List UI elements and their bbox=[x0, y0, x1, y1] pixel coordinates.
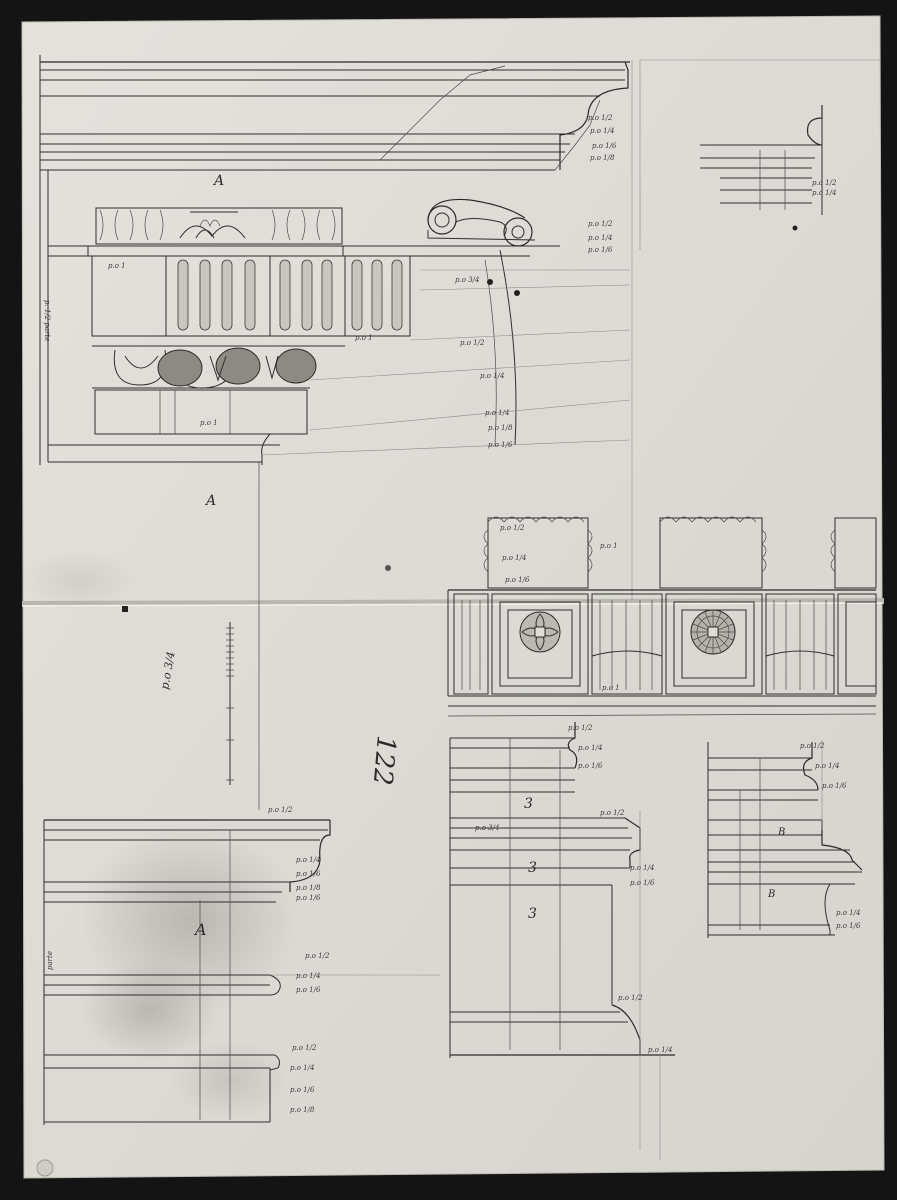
svg-text:p.o 1/4: p.o 1/4 bbox=[485, 409, 509, 417]
flutes bbox=[177, 259, 403, 331]
svg-text:p.o 1/2: p.o 1/2 bbox=[588, 220, 613, 228]
svg-text:p.o 1: p.o 1 bbox=[108, 262, 126, 270]
small-cornice-profile: p.o 1/2 p.o 1/4 bbox=[640, 59, 880, 215]
svg-text:p.o 1/6: p.o 1/6 bbox=[505, 576, 530, 584]
svg-text:p.o 1/2: p.o 1/2 bbox=[305, 952, 330, 960]
svg-text:p.o 1/4: p.o 1/4 bbox=[290, 1064, 314, 1072]
base-profile-left: A p.o 1/2 p.o 1/4 p.o 1/6 p.o 1/8 p.o 1/… bbox=[43, 806, 440, 1125]
fold-line bbox=[21, 598, 885, 605]
scale-bar: p.o 3/4 bbox=[158, 622, 234, 785]
svg-text:p.o 1/2: p.o 1/2 bbox=[500, 524, 525, 532]
pilasters bbox=[453, 593, 835, 695]
rosette-1 bbox=[519, 611, 561, 653]
svg-text:p.o 1/8: p.o 1/8 bbox=[590, 154, 615, 162]
label-B-2: B bbox=[767, 889, 775, 900]
label-A-top: A bbox=[212, 173, 224, 189]
svg-text:p.o 1/4: p.o 1/4 bbox=[630, 864, 654, 872]
label-3-middle: 3 bbox=[528, 860, 537, 876]
svg-text:p.o 1/6: p.o 1/6 bbox=[296, 870, 321, 878]
svg-text:p.o 1/2: p.o 1/2 bbox=[568, 724, 593, 732]
svg-text:p.o 1/4: p.o 1/4 bbox=[812, 189, 836, 197]
svg-text:p.o 1/6: p.o 1/6 bbox=[630, 879, 655, 887]
svg-text:p.o 1/8: p.o 1/8 bbox=[296, 884, 321, 892]
punch-hole bbox=[36, 1159, 54, 1177]
label-3-lower: 3 bbox=[528, 906, 537, 922]
svg-text:p.o 1/6: p.o 1/6 bbox=[290, 1086, 315, 1094]
left-margin-note-bottom: parte bbox=[46, 951, 54, 970]
dentils bbox=[99, 209, 336, 241]
svg-text:p.o 1/4: p.o 1/4 bbox=[836, 909, 860, 917]
svg-text:p.o 1/2: p.o 1/2 bbox=[460, 339, 485, 347]
svg-text:p.o 1/4: p.o 1/4 bbox=[590, 127, 614, 135]
base-profile-middle: 3 3 3 p.o 1/2 p.o 1/4 p.o 1/6 p.o 1/2 p.… bbox=[449, 722, 675, 1160]
volute-scroll bbox=[427, 198, 536, 247]
svg-text:p.o 1/2: p.o 1/2 bbox=[292, 1044, 317, 1052]
egg-and-dart-molding bbox=[113, 347, 317, 389]
svg-text:p.o 1/2: p.o 1/2 bbox=[800, 742, 825, 750]
svg-text:p.o 1/2: p.o 1/2 bbox=[618, 994, 643, 1002]
catalog-number: 122 bbox=[367, 734, 401, 786]
svg-text:p.o 1/2: p.o 1/2 bbox=[600, 809, 625, 817]
svg-text:p.o 1/4: p.o 1/4 bbox=[296, 856, 320, 864]
svg-text:p.o 1/6: p.o 1/6 bbox=[822, 782, 847, 790]
svg-text:p.o 1/6: p.o 1/6 bbox=[578, 762, 603, 770]
svg-text:p.o 1: p.o 1 bbox=[200, 419, 218, 427]
svg-text:p.o 1/6: p.o 1/6 bbox=[836, 922, 861, 930]
svg-text:p.o 1/4: p.o 1/4 bbox=[588, 234, 612, 242]
base-profile-right: B B p.o 1/2 p.o 1/4 p.o 1/6 p.o 1/4 p.o … bbox=[707, 740, 863, 938]
svg-text:p.o 3/4: p.o 3/4 bbox=[455, 276, 479, 284]
svg-text:p.o 1/8: p.o 1/8 bbox=[290, 1106, 315, 1114]
svg-text:p.o 1: p.o 1 bbox=[600, 542, 618, 550]
svg-text:p.o 1/8: p.o 1/8 bbox=[488, 424, 513, 432]
svg-text:p.o 1/6: p.o 1/6 bbox=[296, 894, 321, 902]
svg-text:p.o 1/4: p.o 1/4 bbox=[502, 554, 526, 562]
svg-text:p.o 1/2: p.o 1/2 bbox=[268, 806, 293, 814]
dimension-numbers: p.o 1/2 p.o 1/4 p.o 1/6 p.o 1/8 p.o 1/2 … bbox=[108, 114, 617, 449]
svg-text:p.o 1/6: p.o 1/6 bbox=[296, 986, 321, 994]
svg-text:p.o 1/4: p.o 1/4 bbox=[815, 762, 839, 770]
svg-text:p.o 3/4: p.o 3/4 bbox=[475, 824, 499, 832]
label-A-base: A bbox=[193, 920, 207, 939]
svg-text:p.o 1/6: p.o 1/6 bbox=[488, 441, 513, 449]
label-A-mid: A bbox=[204, 493, 216, 509]
label-3-upper: 3 bbox=[524, 796, 533, 812]
svg-text:p.o 1/2: p.o 1/2 bbox=[812, 179, 837, 187]
svg-text:p.o 1/4: p.o 1/4 bbox=[578, 744, 602, 752]
coffered-frieze: p.o 1/2 p.o 1/4 p.o 1/6 p.o 1 p.o 1 bbox=[447, 516, 877, 717]
svg-text:p.o 1/4: p.o 1/4 bbox=[296, 972, 320, 980]
svg-text:p.o 1/2: p.o 1/2 bbox=[588, 114, 613, 122]
label-B-1: B bbox=[777, 827, 785, 838]
left-margin-note: p. 1/2 parte bbox=[43, 300, 51, 341]
entablature-elevation: p.o 1/2 p.o 1/4 p.o 1/6 p.o 1/8 p.o 1/2 … bbox=[39, 55, 641, 600]
svg-text:p.o 1/4: p.o 1/4 bbox=[648, 1046, 672, 1054]
svg-text:p.o 1: p.o 1 bbox=[355, 334, 373, 342]
palmette-ornament bbox=[179, 211, 246, 239]
svg-text:p.o 1/6: p.o 1/6 bbox=[592, 142, 617, 150]
svg-text:p.o 1: p.o 1 bbox=[602, 684, 620, 692]
svg-text:p.o 1/6: p.o 1/6 bbox=[588, 246, 613, 254]
svg-text:p.o 1/4: p.o 1/4 bbox=[480, 372, 504, 380]
rosette-2 bbox=[690, 609, 736, 655]
